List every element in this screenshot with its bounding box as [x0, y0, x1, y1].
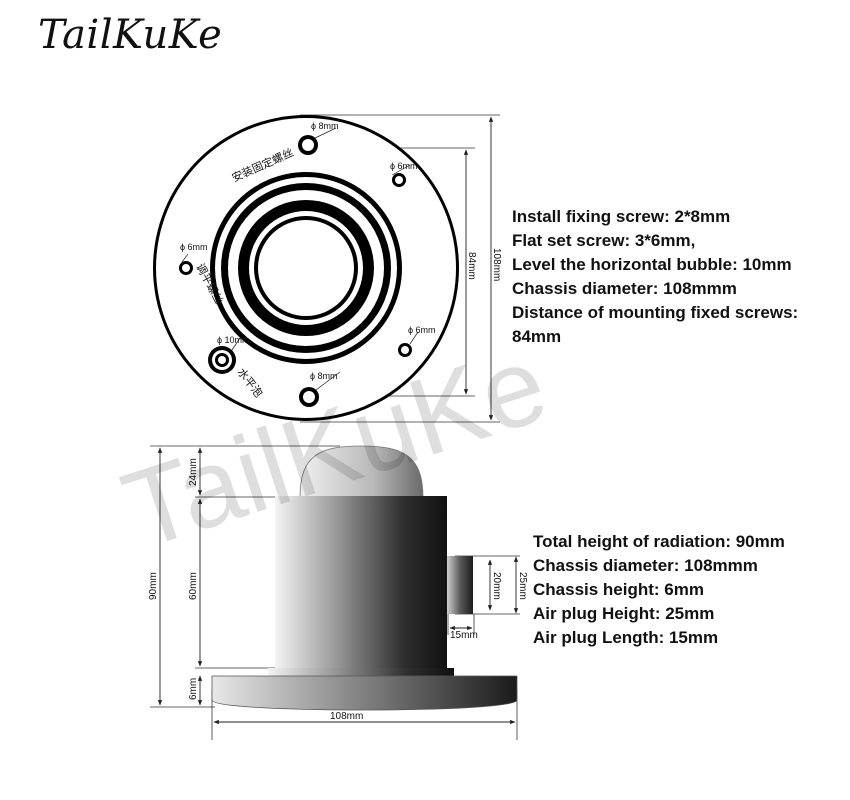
label-hole-left: ϕ 6mm [180, 242, 208, 252]
spec-flat-screw: Flat set screw: 3*6mm, [512, 231, 696, 250]
dim-top-outer: 108mm [491, 248, 502, 281]
dome [299, 445, 424, 498]
spec-fixing-screw: Install fixing screw: 2*8mm [512, 207, 731, 226]
spec-mounting-distance: Distance of mounting fixed screws: 84mm [512, 303, 799, 346]
spec-plug-length: Air plug Length: 15mm [533, 628, 719, 647]
spec-chassis-height: Chassis height: 6mm [533, 580, 704, 599]
specs-bottom: Total height of radiation: 90mm Chassis … [533, 530, 843, 650]
dim-dome-height: 24mm [188, 458, 199, 486]
label-hole-right: ϕ 6mm [408, 325, 436, 335]
dim-plug-inner: 20mm [491, 572, 502, 600]
dim-base-height: 6mm [188, 678, 199, 700]
dim-plug-height: 25mm [517, 572, 528, 600]
spec-total-height: Total height of radiation: 90mm [533, 532, 785, 551]
body-cylinder [275, 496, 447, 668]
label-hole-top-right: ϕ 6mm [390, 161, 418, 171]
dim-top-inner: 84mm [466, 252, 477, 280]
spec-chassis-diameter: Chassis diameter: 108mmm [512, 279, 737, 298]
label-hole-top: ϕ 8mm [311, 121, 339, 131]
dim-plug-length: 15mm [450, 630, 478, 641]
label-hole-bottom: ϕ 8mm [310, 371, 338, 381]
spec-plug-height: Air plug Height: 25mm [533, 604, 715, 623]
dim-body-height: 60mm [188, 572, 199, 600]
base-flange [211, 675, 518, 711]
dim-base-width: 108mm [330, 711, 363, 722]
label-hole-bubble: ϕ 10mm [217, 335, 250, 345]
brand-logo: TailKuKe [38, 12, 223, 58]
specs-top: Install fixing screw: 2*8mm Flat set scr… [512, 205, 848, 349]
dome-top [258, 220, 354, 316]
air-plug [447, 556, 473, 614]
spec-chassis-diameter-2: Chassis diameter: 108mmm [533, 556, 758, 575]
dim-total-height: 90mm [148, 572, 159, 600]
spec-bubble: Level the horizontal bubble: 10mm [512, 255, 792, 274]
